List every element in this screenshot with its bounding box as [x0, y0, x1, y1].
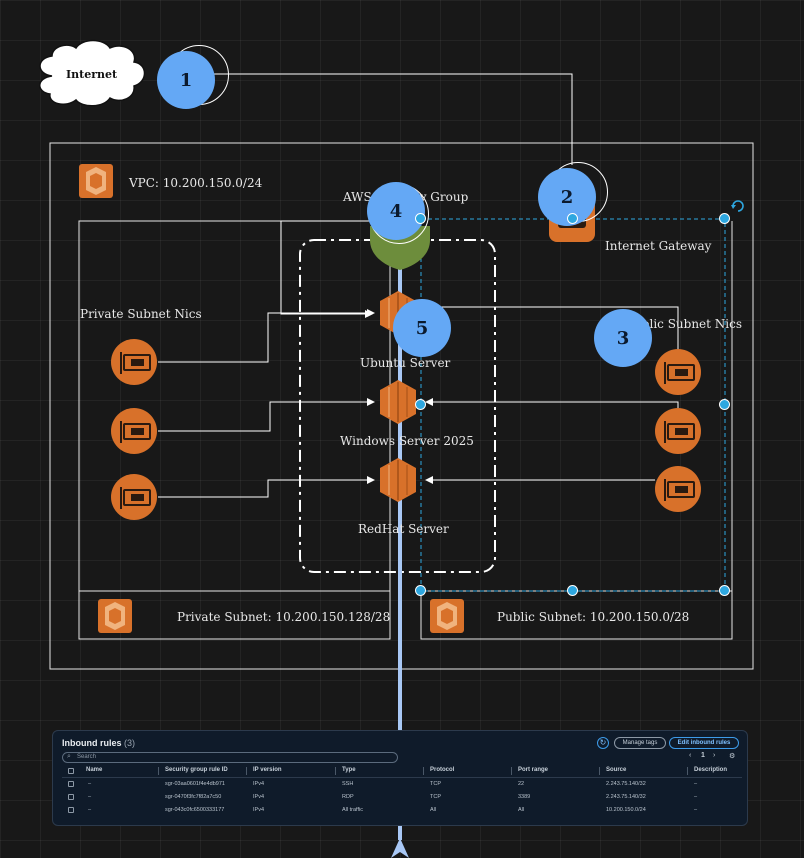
row-checkbox[interactable]: [68, 807, 74, 813]
internet-connector: [159, 70, 573, 165]
cell-protocol: TCP: [430, 794, 441, 800]
cell-source: 2.243.75.140/32: [606, 794, 646, 800]
private-nic-3-connector: [158, 476, 375, 498]
table-row[interactable]: – sgr-043c0fc6500333177 IPv4 All traffic…: [53, 807, 747, 817]
inbound-rules-panel: Inbound rules (3) ↻ Manage tags Edit inb…: [52, 730, 748, 826]
cell-source: 10.200.150.0/24: [606, 807, 646, 813]
selection-box: [420, 218, 726, 592]
cell-protocol: TCP: [430, 781, 441, 787]
row-checkbox[interactable]: [68, 794, 74, 800]
search-placeholder: Search: [77, 754, 97, 760]
public-nic-icon[interactable]: [655, 349, 701, 395]
cell-name: –: [88, 781, 92, 787]
column-name[interactable]: Name: [86, 767, 103, 773]
windows-server-icon[interactable]: [380, 380, 416, 424]
selection-handle-bottom-right[interactable]: [719, 585, 730, 596]
page-number[interactable]: 1: [701, 752, 705, 759]
column-type[interactable]: Type: [342, 767, 356, 773]
column-protocol[interactable]: Protocol: [430, 767, 455, 773]
next-page-icon[interactable]: ›: [713, 752, 716, 759]
table-row[interactable]: – sgr-0470f3fc7f82a7c50 IPv4 RDP TCP 338…: [53, 794, 747, 804]
selection-handle-top-left[interactable]: [415, 213, 426, 224]
settings-gear-icon[interactable]: ⚙: [729, 753, 736, 760]
private-subnet-label: Private Subnet: 10.200.150.128/28: [177, 610, 391, 624]
column-ip-version[interactable]: IP version: [253, 767, 282, 773]
public-subnet-icon: [430, 599, 464, 633]
public-subnet-nics-label: Public Subnet Nics: [626, 317, 743, 331]
edit-inbound-rules-button[interactable]: Edit inbound rules: [669, 737, 739, 749]
select-all-checkbox[interactable]: [68, 768, 74, 774]
public-nic-2-connector: [425, 398, 679, 408]
public-nic-icon[interactable]: [655, 466, 701, 512]
selection-handle-middle-right[interactable]: [719, 399, 730, 410]
selection-handle-bottom-left[interactable]: [415, 585, 426, 596]
search-input[interactable]: ⌕ Search: [62, 752, 398, 763]
column-source[interactable]: Source: [606, 767, 627, 773]
column-rule-id[interactable]: Security group rule ID: [165, 767, 228, 773]
ubuntu-server-label: Ubuntu Server: [360, 356, 451, 370]
private-subnet-boundary[interactable]: [78, 220, 391, 640]
public-subnet-label: Public Subnet: 10.200.150.0/28: [497, 610, 690, 624]
cell-type: SSH: [342, 781, 354, 787]
selected-connector-arrowhead: [391, 838, 409, 858]
public-nic-icon[interactable]: [655, 408, 701, 454]
refresh-icon[interactable]: ↻: [597, 737, 609, 749]
cell-rule-id: sgr-0470f3fc7f82a7c50: [165, 794, 222, 800]
cell-name: –: [88, 807, 92, 813]
internet-gateway-label: Internet Gateway: [605, 239, 712, 253]
internet-label: Internet: [66, 68, 118, 81]
cell-description: –: [694, 807, 698, 813]
private-subnet-icon: [98, 599, 132, 633]
vpc-icon: [79, 164, 113, 198]
row-checkbox[interactable]: [68, 781, 74, 787]
selection-handle-middle-left[interactable]: [415, 399, 426, 410]
selection-handle-top-right[interactable]: [719, 213, 730, 224]
redhat-server-icon[interactable]: [380, 458, 416, 502]
callout-5[interactable]: 5: [393, 299, 451, 357]
rotate-handle-icon[interactable]: [731, 200, 744, 212]
cell-type: RDP: [342, 794, 354, 800]
table-row[interactable]: – sgr-03aa0601f4e4db971 IPv4 SSH TCP 22 …: [53, 781, 747, 791]
selection-handle-top-middle[interactable]: [567, 213, 578, 224]
sg-to-private-connector: [280, 220, 400, 318]
cell-description: –: [694, 794, 698, 800]
callout-4[interactable]: 4: [367, 182, 425, 240]
cell-type: All traffic: [342, 807, 363, 813]
cell-name: –: [88, 794, 92, 800]
search-icon: ⌕: [67, 753, 71, 760]
private-nic-1-connector: [158, 309, 375, 363]
cell-port-range: 3389: [518, 794, 531, 800]
redhat-server-label: RedHat Server: [358, 522, 449, 536]
cell-ip-version: IPv4: [253, 807, 265, 813]
cell-rule-id: sgr-043c0fc6500333177: [165, 807, 225, 813]
private-nic-icon[interactable]: [111, 474, 157, 520]
inbound-rules-title: Inbound rules (3): [62, 738, 136, 748]
cell-description: –: [694, 781, 698, 787]
windows-server-label: Windows Server 2025: [340, 434, 474, 448]
cell-port-range: 22: [518, 781, 525, 787]
inbound-rules-count: (3): [124, 738, 136, 748]
manage-tags-button[interactable]: Manage tags: [614, 737, 666, 749]
cell-ip-version: IPv4: [253, 781, 265, 787]
internet-cloud-icon[interactable]: [39, 39, 146, 107]
public-nic-1-connector: [433, 306, 679, 350]
prev-page-icon[interactable]: ‹: [689, 752, 692, 759]
cell-protocol: All: [430, 807, 437, 813]
private-nic-icon[interactable]: [111, 339, 157, 385]
private-subnet-nics-label: Private Subnet Nics: [80, 307, 202, 321]
vpc-label: VPC: 10.200.150.0/24: [129, 176, 263, 190]
cell-rule-id: sgr-03aa0601f4e4db971: [165, 781, 225, 787]
table-header: Name Security group rule ID IP version T…: [53, 767, 747, 777]
column-description[interactable]: Description: [694, 767, 728, 773]
private-nic-icon[interactable]: [111, 408, 157, 454]
private-nic-2-connector: [158, 398, 375, 432]
cell-ip-version: IPv4: [253, 794, 265, 800]
cell-port-range: All: [518, 807, 525, 813]
callout-1[interactable]: 1: [157, 51, 215, 109]
cell-source: 2.243.75.140/32: [606, 781, 646, 787]
column-port-range[interactable]: Port range: [518, 767, 549, 773]
callout-3[interactable]: 3: [594, 309, 652, 367]
selection-handle-bottom-middle[interactable]: [567, 585, 578, 596]
